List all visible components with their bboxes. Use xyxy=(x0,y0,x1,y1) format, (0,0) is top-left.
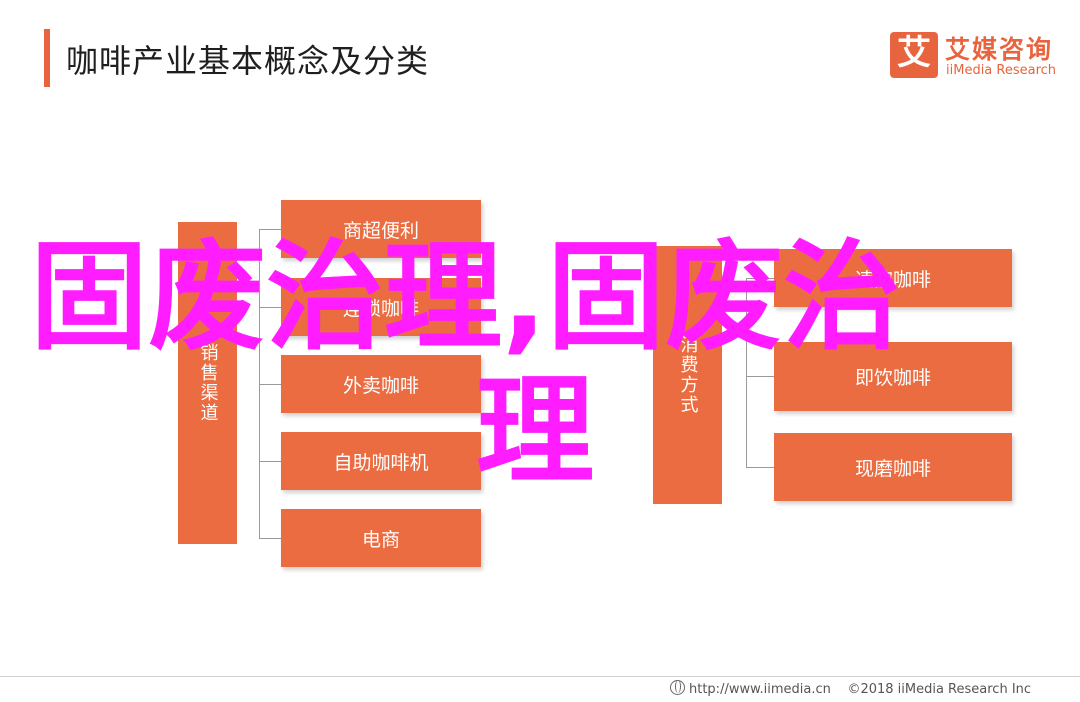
page-title: 咖啡产业基本概念及分类 xyxy=(66,42,430,80)
leaf-box: 现磨咖啡 xyxy=(774,433,1012,501)
footer-url[interactable]: http://www.iimedia.cn xyxy=(689,682,831,697)
connector-right-3 xyxy=(746,467,774,468)
connector-left-5 xyxy=(259,538,281,539)
connector-right-2 xyxy=(746,376,774,377)
leaf-box: 速溶咖啡 xyxy=(774,249,1012,307)
footer: http://www.iimedia.cn ©2018 iiMedia Rese… xyxy=(670,680,1031,697)
connector-left-2 xyxy=(259,307,281,308)
category-box-sales-channels: 销售渠道 xyxy=(178,222,237,544)
leaf-box: 电商 xyxy=(281,509,481,567)
category-label-consumption-modes: 消费方式 xyxy=(677,335,699,415)
footer-copyright: ©2018 iiMedia Research Inc xyxy=(847,682,1032,697)
leaf-box: 自助咖啡机 xyxy=(281,432,481,490)
connector-right-1 xyxy=(746,278,774,279)
leaf-box: 连锁咖啡 xyxy=(281,278,481,336)
overlay-text-line1: 固废治理,固废治 xyxy=(30,228,901,366)
connector-left-3 xyxy=(259,384,281,385)
title-accent-bar xyxy=(44,29,50,87)
logo-text-cn: 艾媒咨询 xyxy=(945,35,1054,64)
iimedia-logo: 艾 艾媒咨询 iiMedia Research xyxy=(890,30,1070,80)
overlay-text-line2: 理 xyxy=(476,362,595,500)
connector-left-4 xyxy=(259,461,281,462)
globe-icon xyxy=(670,680,685,695)
connector-right-trunk xyxy=(746,278,747,468)
logo-mark xyxy=(890,32,938,78)
leaf-box: 商超便利 xyxy=(281,200,481,258)
logo-mark-glyph: 艾 xyxy=(897,33,931,73)
leaf-box: 外卖咖啡 xyxy=(281,355,481,413)
connector-left-1 xyxy=(259,229,281,230)
footer-divider xyxy=(0,676,1080,677)
leaf-box: 即饮咖啡 xyxy=(774,342,1012,411)
category-box-consumption-modes: 消费方式 xyxy=(653,246,722,504)
logo-text-en: iiMedia Research xyxy=(946,63,1057,78)
category-label-sales-channels: 销售渠道 xyxy=(197,343,219,423)
